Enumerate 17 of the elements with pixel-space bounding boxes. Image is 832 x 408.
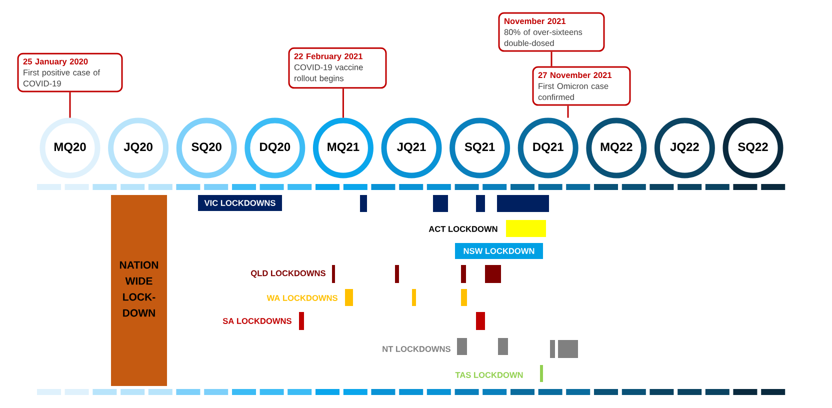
state-label: WA LOCKDOWNS: [266, 295, 338, 301]
leader-line: [69, 92, 71, 118]
state-label: ACT LOCKDOWN: [428, 226, 498, 232]
state-label: NT LOCKDOWNS: [382, 346, 450, 352]
callout-box: 27 November 2021 First Omicron case confirmed: [532, 66, 631, 106]
state-label: SA LOCKDOWNS: [222, 318, 292, 324]
leader-line: [342, 88, 344, 118]
nationwide-lockdown-bar: NATION WIDE LOCK- DOWN: [111, 195, 167, 386]
state-label: QLD LOCKDOWNS: [251, 270, 326, 278]
callout-box: 22 February 2021 COVID-19 vaccine rollout begins: [288, 47, 387, 89]
state-label-box: NSW LOCKDOWN: [455, 243, 543, 259]
state-label-box: VIC LOCKDOWNS: [198, 195, 282, 211]
leader-line: [567, 106, 569, 118]
callout-box: November 2021 80% of over-sixteens double-dosed: [498, 12, 605, 52]
callout-box: 25 January 2020 First positive case of COVID-19: [17, 52, 123, 92]
state-label: TAS LOCKDOWN: [455, 372, 523, 378]
leader-line: [550, 52, 552, 66]
